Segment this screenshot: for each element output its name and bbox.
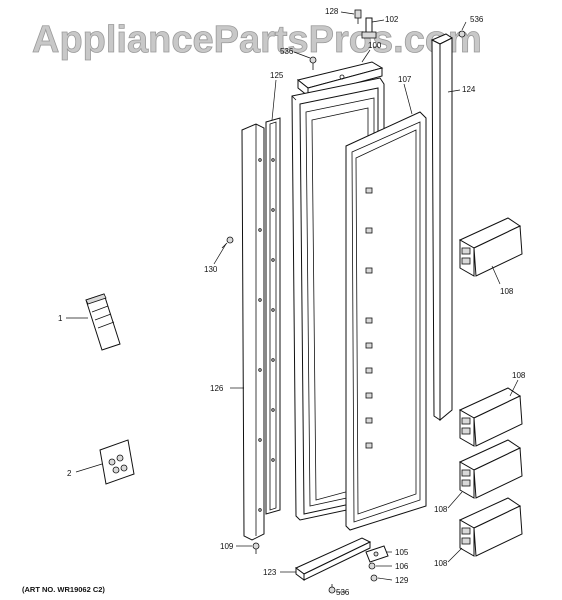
callout-126: 126 <box>210 384 224 393</box>
bottom-screw-536 <box>328 584 336 594</box>
top-bolt-left <box>309 56 317 70</box>
screw-130 <box>221 236 234 249</box>
callout-107: 107 <box>398 75 412 84</box>
hardware-bag <box>99 439 135 485</box>
door-bin-3 <box>458 439 523 499</box>
callout-106: 106 <box>395 562 409 571</box>
callout-125: 125 <box>270 71 284 80</box>
callout-109: 109 <box>220 542 234 551</box>
callout-128: 128 <box>325 7 339 16</box>
callout-labels: 128 102 536 536 100 125 107 124 130 108 … <box>58 7 526 597</box>
door-bin-2 <box>458 387 523 447</box>
door-gasket <box>345 111 427 531</box>
callout-108-a: 108 <box>500 287 514 296</box>
side-door-trim <box>241 123 265 541</box>
callout-536-top-right: 536 <box>470 15 484 24</box>
callout-536-top-left: 536 <box>280 47 294 56</box>
door-trim-strip <box>265 117 281 515</box>
bottom-hinge <box>365 545 389 582</box>
callout-2: 2 <box>67 469 72 478</box>
watermark-text: AppliancePartsPros.com <box>32 19 482 61</box>
door-handle <box>430 30 466 422</box>
callout-105: 105 <box>395 548 409 557</box>
callout-108-c: 108 <box>434 505 448 514</box>
callout-108-d: 108 <box>434 559 448 568</box>
top-hinge <box>361 17 377 39</box>
callout-1: 1 <box>58 314 63 323</box>
leader-lines <box>66 11 519 593</box>
screw-109 <box>252 542 260 554</box>
callout-536-bottom: 536 <box>336 588 350 597</box>
bin-support-clips <box>365 187 373 449</box>
callout-102: 102 <box>385 15 399 24</box>
callout-124: 124 <box>462 85 476 94</box>
callout-130: 130 <box>204 265 218 274</box>
callout-108-b: 108 <box>512 371 526 380</box>
door-bin-4 <box>458 497 523 557</box>
callout-129: 129 <box>395 576 409 585</box>
owners-manual <box>85 293 121 351</box>
art-number: (ART NO. WR19062 C2) <box>22 585 105 594</box>
door-bottom-cap <box>295 537 372 581</box>
door-bin-1 <box>458 217 523 277</box>
top-screw <box>354 9 362 24</box>
callout-100: 100 <box>368 41 382 50</box>
callout-123: 123 <box>263 568 277 577</box>
